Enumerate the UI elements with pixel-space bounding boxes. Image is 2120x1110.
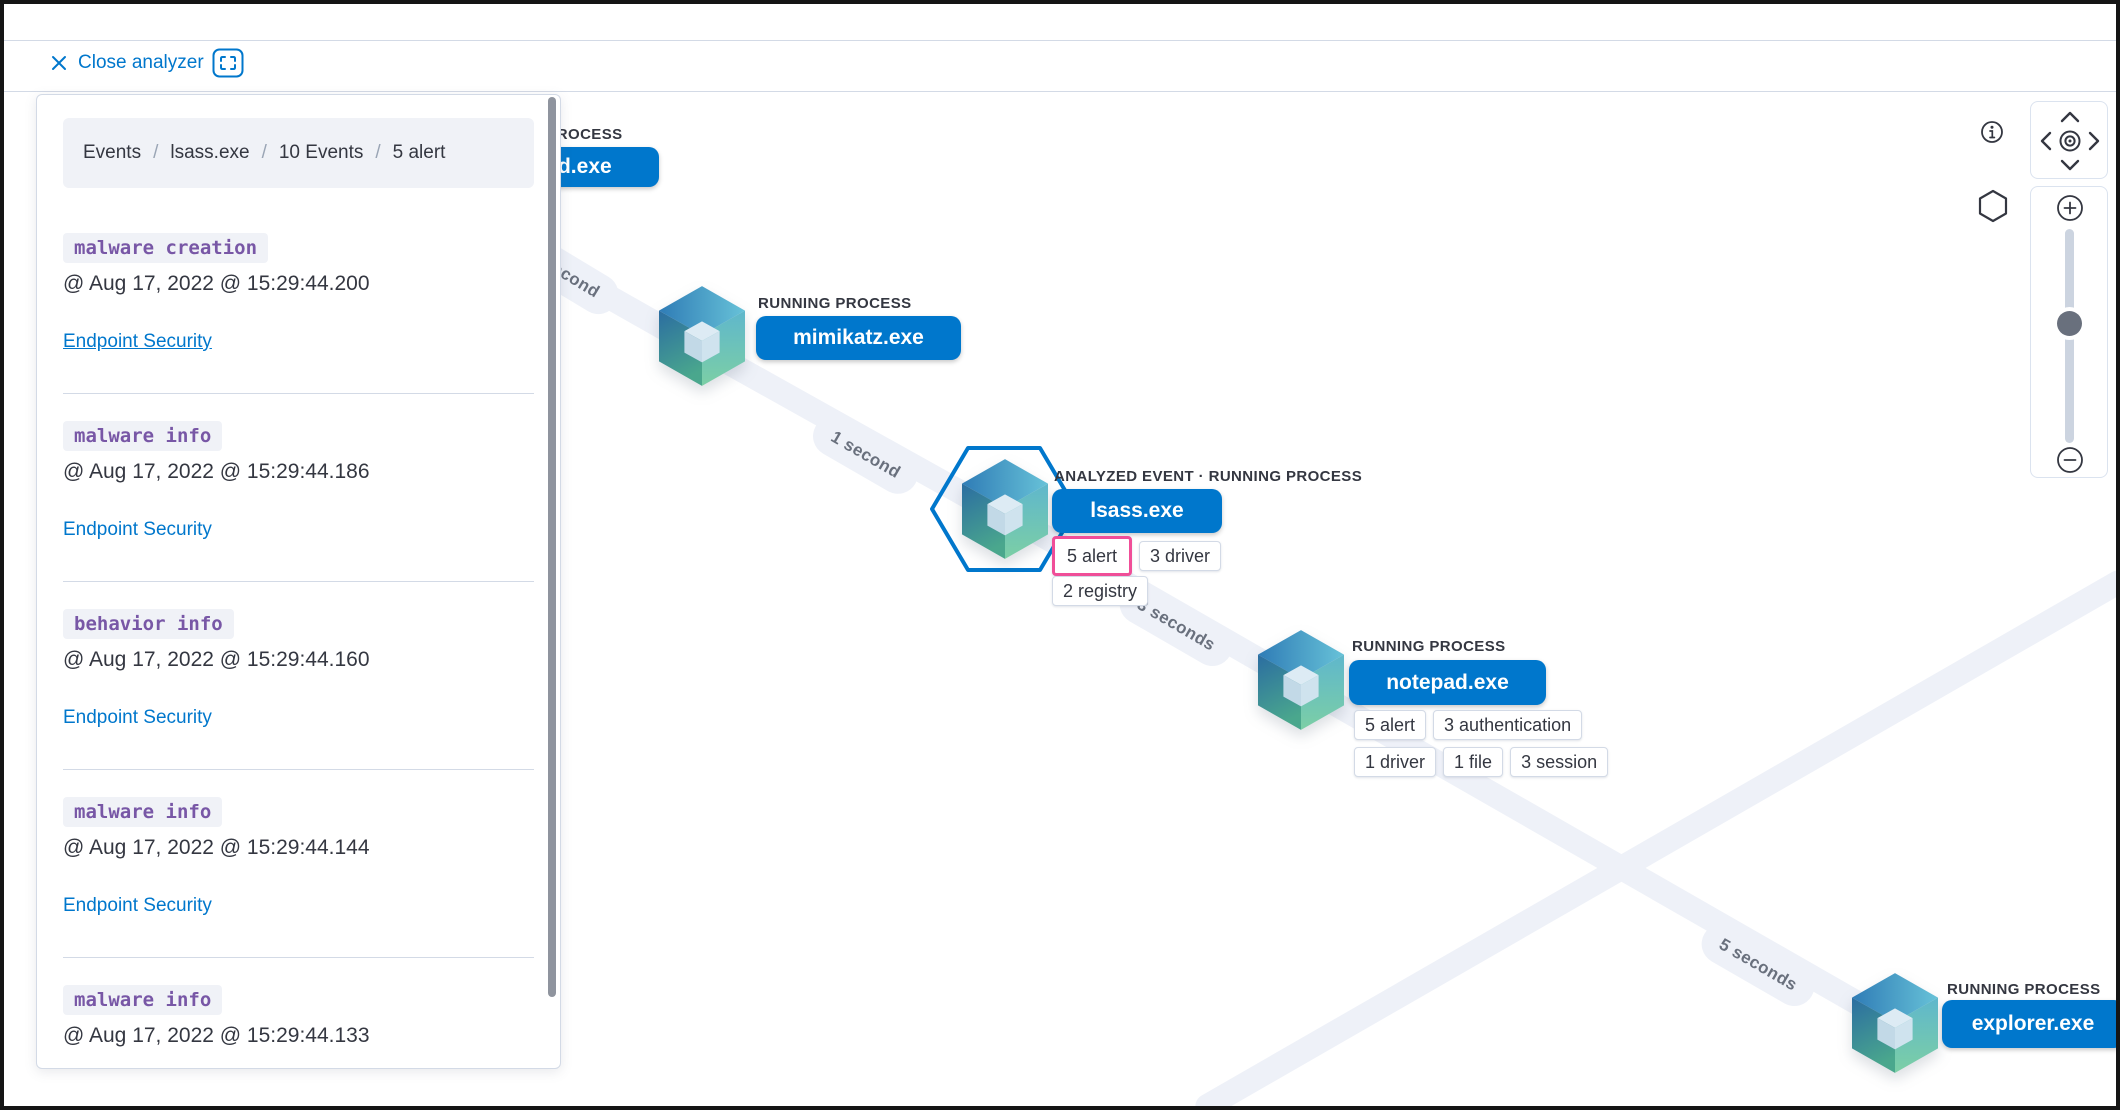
event-list-item: malware info @ Aug 17, 2022 @ 15:29:44.1… (63, 770, 534, 958)
zoom-slider-track[interactable] (2065, 229, 2074, 443)
node-notepad-type: RUNNING PROCESS (1352, 638, 1506, 655)
pan-down-icon[interactable] (2059, 158, 2081, 172)
node-explorer-type: RUNNING PROCESS (1947, 981, 2101, 998)
event-list-item: malware info @ Aug 17, 2022 @ 15:29:44.1… (63, 394, 534, 582)
lsass-badge-alert[interactable]: 5 alert (1052, 536, 1133, 576)
breadcrumb-event-count[interactable]: 10 Events (278, 142, 364, 163)
breadcrumb: Events / lsass.exe / 10 Events / 5 alert (63, 118, 534, 188)
event-type-badge: malware info (63, 985, 223, 1015)
event-type-badge: malware info (63, 797, 223, 827)
analyzed-event-hexagon (930, 446, 1078, 572)
pan-left-icon[interactable] (2039, 130, 2053, 152)
zoom-slider-thumb[interactable] (2057, 311, 2082, 336)
pan-right-icon[interactable] (2087, 130, 2101, 152)
pan-control (2030, 101, 2108, 179)
event-divider (63, 769, 534, 770)
zoom-in-icon[interactable] (2055, 193, 2085, 223)
event-timestamp: @ Aug 17, 2022 @ 15:29:44.144 (63, 836, 370, 859)
node-notepad-name: notepad.exe (1386, 670, 1509, 694)
divider (4, 40, 2116, 41)
notepad-badge-file[interactable]: 1 file (1443, 747, 1504, 777)
zoom-out-icon[interactable] (2055, 445, 2085, 475)
hexagon-icon (1978, 189, 2008, 223)
event-source-link[interactable]: Endpoint Security (63, 331, 212, 352)
event-divider (63, 581, 534, 582)
event-timestamp: @ Aug 17, 2022 @ 15:29:44.200 (63, 272, 370, 295)
center-camera-icon[interactable] (2056, 127, 2084, 155)
notepad-badge-authentication[interactable]: 3 authentication (1433, 710, 1583, 740)
event-source-link[interactable]: Endpoint Security (63, 707, 212, 728)
breadcrumb-separator: / (375, 142, 381, 163)
event-list: malware creation @ Aug 17, 2022 @ 15:29:… (63, 188, 534, 1047)
info-icon (1981, 121, 2003, 143)
event-source-link[interactable]: Endpoint Security (63, 895, 212, 916)
pan-up-icon[interactable] (2059, 110, 2081, 124)
notepad-badge-session[interactable]: 3 session (1510, 747, 1609, 777)
close-analyzer-button[interactable]: Close analyzer (50, 52, 204, 74)
event-timestamp: @ Aug 17, 2022 @ 15:29:44.186 (63, 460, 370, 483)
node-mimikatz-pill[interactable]: mimikatz.exe (756, 316, 961, 360)
nodes-legend-button[interactable] (1977, 189, 2009, 226)
events-panel: Events / lsass.exe / 10 Events / 5 alert… (36, 94, 561, 1069)
fullscreen-icon (212, 48, 244, 78)
event-timestamp: @ Aug 17, 2022 @ 15:29:44.160 (63, 648, 370, 671)
breadcrumb-events[interactable]: Events (83, 142, 142, 163)
notepad-badge-alert[interactable]: 5 alert (1354, 710, 1427, 740)
event-type-badge: malware creation (63, 233, 269, 263)
node-explorer-name: explorer.exe (1971, 1012, 2095, 1035)
close-analyzer-label: Close analyzer (78, 52, 204, 73)
process-cube-explorer[interactable] (1852, 973, 1938, 1073)
event-source-link[interactable]: Endpoint Security (63, 519, 212, 540)
schema-info-button[interactable] (1978, 118, 2006, 149)
close-icon (52, 56, 66, 70)
event-divider (63, 957, 534, 958)
fullscreen-button[interactable] (212, 48, 244, 83)
event-type-badge: malware info (63, 421, 223, 451)
process-cube-lsass[interactable] (962, 459, 1048, 559)
event-list-item: malware creation @ Aug 17, 2022 @ 15:29:… (63, 188, 534, 394)
lsass-badge-registry[interactable]: 2 registry (1052, 576, 1149, 606)
event-list-item: malware info @ Aug 17, 2022 @ 15:29:44.1… (63, 958, 534, 1047)
lsass-badge-driver[interactable]: 3 driver (1139, 541, 1222, 571)
node-mimikatz-type: RUNNING PROCESS (758, 295, 912, 312)
process-cube-notepad[interactable] (1258, 630, 1344, 730)
breadcrumb-process[interactable]: lsass.exe (170, 142, 250, 163)
node-notepad-pill[interactable]: notepad.exe (1349, 660, 1546, 705)
event-type-badge: behavior info (63, 609, 234, 639)
node-clipped-name: ad.exe (546, 155, 612, 178)
panel-scrollbar[interactable] (548, 97, 556, 997)
breadcrumb-category[interactable]: 5 alert (392, 142, 446, 163)
node-lsass-pill[interactable]: lsass.exe (1052, 489, 1222, 533)
zoom-control (2030, 186, 2108, 478)
event-divider (63, 393, 534, 394)
event-list-item: behavior info @ Aug 17, 2022 @ 15:29:44.… (63, 582, 534, 770)
node-mimikatz-name: mimikatz.exe (793, 326, 924, 349)
event-timestamp: @ Aug 17, 2022 @ 15:29:44.133 (63, 1024, 370, 1047)
node-lsass-name: lsass.exe (1090, 499, 1184, 522)
breadcrumb-separator: / (261, 142, 267, 163)
node-explorer-pill[interactable]: explorer.exe (1942, 1000, 2116, 1048)
node-lsass-type: ANALYZED EVENT · RUNNING PROCESS (1054, 468, 1363, 485)
notepad-badge-driver[interactable]: 1 driver (1354, 747, 1437, 777)
divider (4, 91, 2116, 92)
breadcrumb-separator: / (153, 142, 159, 163)
process-cube-mimikatz[interactable] (659, 286, 745, 386)
